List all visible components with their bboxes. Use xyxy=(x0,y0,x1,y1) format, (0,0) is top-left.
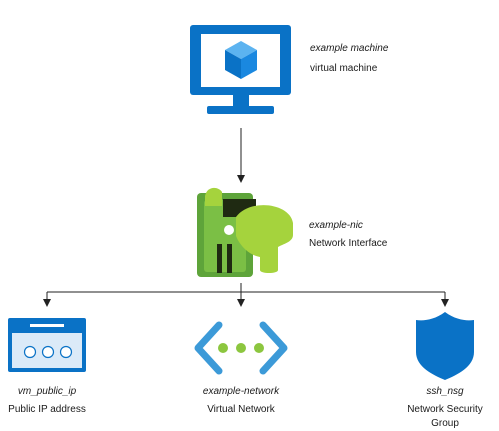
vnet-type: Virtual Network xyxy=(207,404,275,415)
nic-name: example-nic xyxy=(309,220,363,231)
network-interface-icon xyxy=(197,187,293,277)
vm-name: example machine xyxy=(310,43,389,54)
nsg-name: ssh_nsg xyxy=(426,386,464,397)
nic-type: Network Interface xyxy=(309,238,388,249)
nsg-type: Network Security Group xyxy=(407,404,483,429)
shield-icon xyxy=(416,312,474,380)
virtual-machine-icon xyxy=(190,25,291,114)
public-ip-icon xyxy=(8,318,86,372)
pip-name: vm_public_ip xyxy=(17,386,77,397)
connectors xyxy=(43,128,449,307)
vm-type: virtual machine xyxy=(310,63,378,74)
virtual-network-icon xyxy=(194,321,288,375)
pip-type: Public IP address xyxy=(8,404,86,415)
vnet-name: example-network xyxy=(202,386,280,397)
